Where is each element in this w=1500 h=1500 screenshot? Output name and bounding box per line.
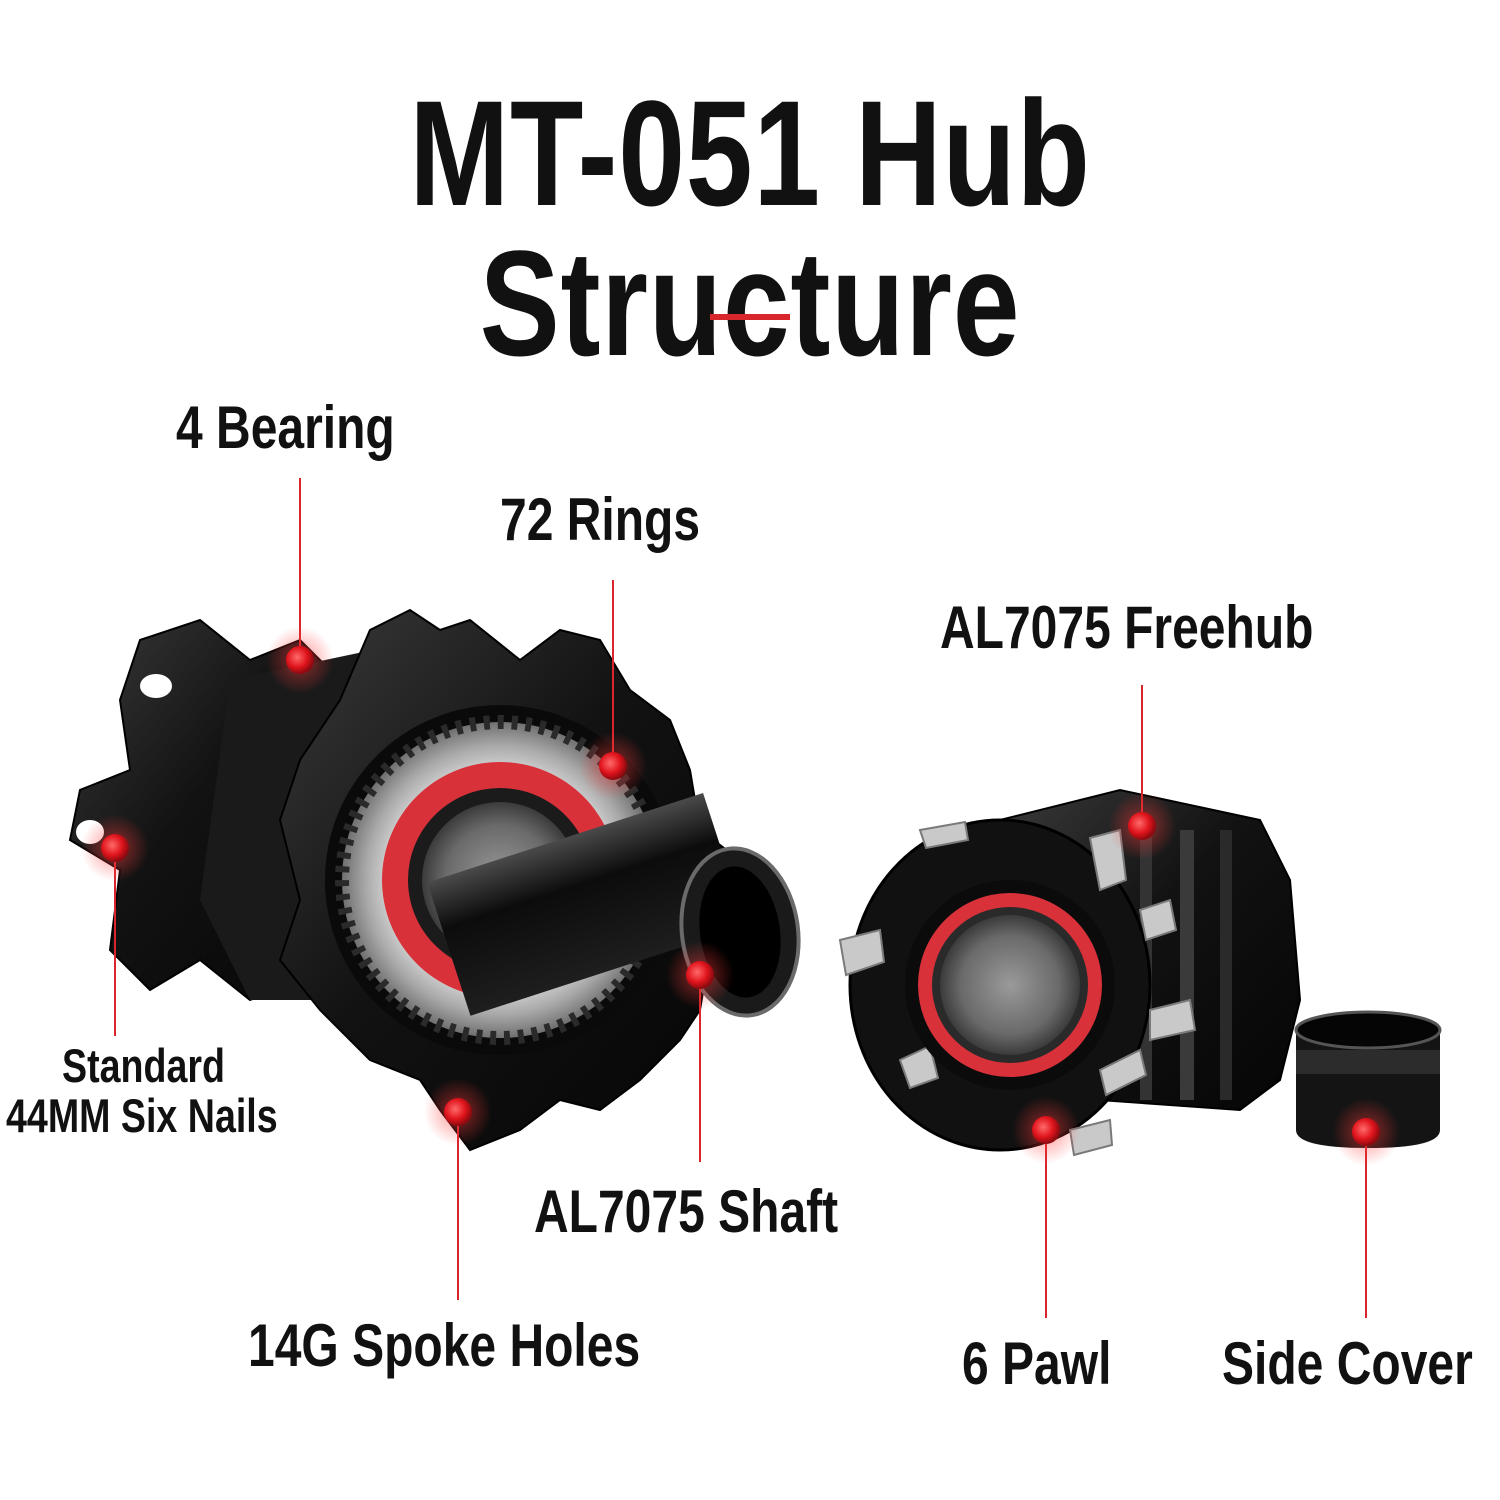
page-title: MT-051 Hub Structure — [409, 69, 1091, 387]
label-rings: 72 Rings — [500, 486, 701, 553]
freehub-body — [838, 788, 1302, 1157]
marker-dot-side-cover — [1332, 1098, 1400, 1166]
marker-dot-nails — [81, 814, 149, 882]
marker-dot-spoke-holes — [424, 1078, 492, 1146]
marker-dot-freehub — [1108, 792, 1176, 860]
title-accent-rule — [710, 314, 790, 320]
label-spoke-holes: 14G Spoke Holes — [248, 1312, 641, 1379]
label-nails-line1: Standard — [62, 1039, 225, 1092]
marker-dot-bearing — [266, 626, 334, 694]
side-cover-part — [1294, 1010, 1442, 1148]
marker-dot-pawl — [1012, 1096, 1080, 1164]
label-nails-line2: 44MM Six Nails — [6, 1089, 278, 1142]
label-shaft: AL7075 Shaft — [534, 1178, 839, 1245]
label-side-cover: Side Cover — [1222, 1330, 1473, 1397]
label-freehub: AL7075 Freehub — [940, 594, 1314, 661]
marker-dots — [81, 626, 1400, 1166]
marker-dot-rings — [579, 732, 647, 800]
marker-dot-shaft — [666, 941, 734, 1009]
label-bearing: 4 Bearing — [176, 394, 395, 461]
label-pawl: 6 Pawl — [962, 1330, 1112, 1397]
